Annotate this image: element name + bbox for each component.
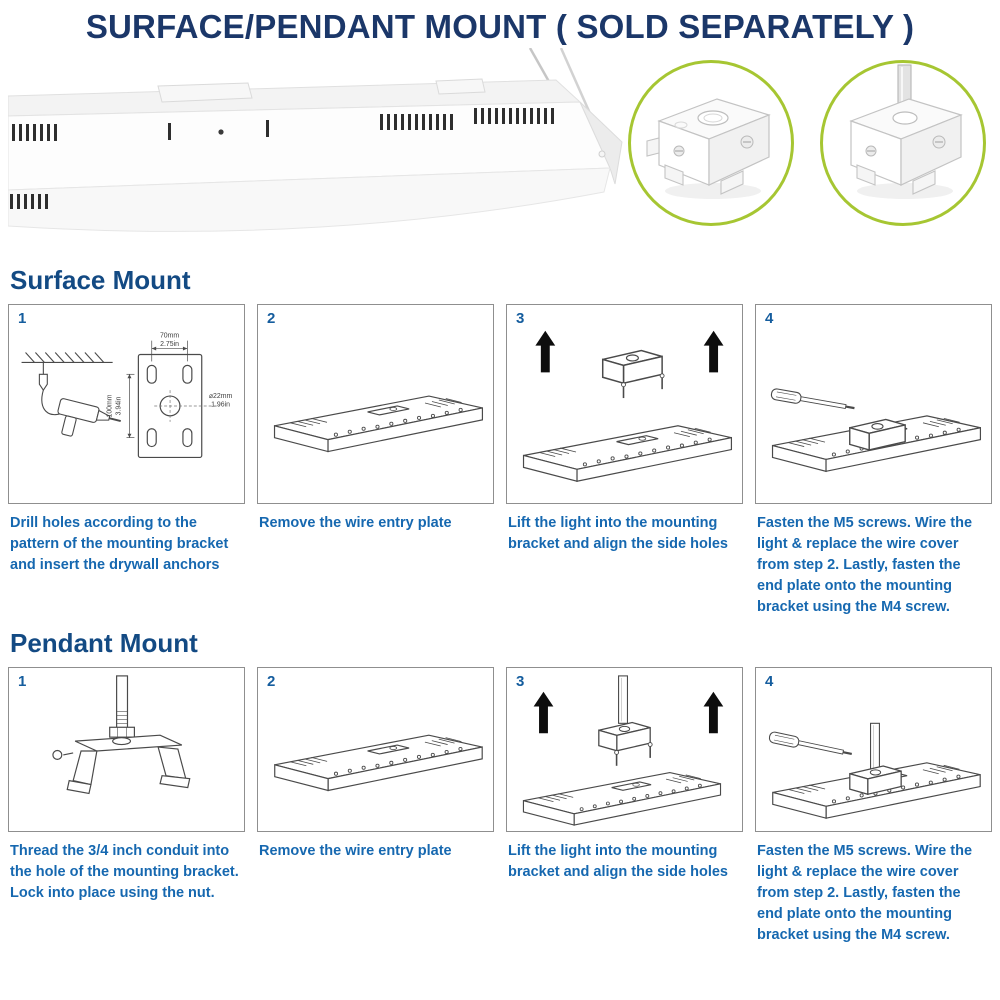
screwdriver-icon xyxy=(767,730,854,761)
pendant-step-3-box: 3 xyxy=(506,667,743,833)
fixture-line-drawing xyxy=(273,395,484,453)
pendant-step-1-box: 1 xyxy=(8,667,245,833)
conduit-bracket-illustration xyxy=(52,675,191,795)
dim-width-mm: 70mm xyxy=(160,333,179,340)
surface-step-2-box: 2 xyxy=(257,304,494,504)
surface-step-1: 1 xyxy=(8,304,245,618)
dim-hole-in: 1.96in xyxy=(211,401,230,408)
pendant-step-1-caption: Thread the 3/4 inch conduit into the hol… xyxy=(10,843,239,902)
conduit-pole xyxy=(618,675,629,724)
lock-nut xyxy=(109,726,135,738)
pendant-steps-row: 1 xyxy=(0,667,1000,946)
step-number: 1 xyxy=(18,673,27,691)
surface-step-2: 2 Remove the wire entry plate xyxy=(257,304,494,618)
pendant-step-4-caption: Fasten the M5 screws. Wire the light & r… xyxy=(757,843,973,944)
pendant-step-3: 3 Lift the light into the mounting brack… xyxy=(506,667,743,946)
pendant-step-4-box: 4 xyxy=(755,667,992,833)
instruction-sheet: SURFACE/PENDANT MOUNT ( SOLD SEPARATELY … xyxy=(0,8,1000,946)
pendant-bracket-photo xyxy=(849,64,963,199)
pendant-step-2-box: 2 xyxy=(257,667,494,833)
surface-step-3: 3 Lift the light into the mounting brack… xyxy=(506,304,743,618)
pendant-step-3-caption: Lift the light into the mounting bracket… xyxy=(508,843,728,881)
pendant-step-1: 1 xyxy=(8,667,245,946)
screwdriver-icon xyxy=(769,387,857,415)
hero-section xyxy=(8,48,992,255)
step-number: 4 xyxy=(765,673,774,691)
surface-mount-heading: Surface Mount xyxy=(10,265,191,295)
conduit-pole xyxy=(869,722,880,772)
up-arrow-icon xyxy=(703,330,724,373)
up-arrow-icon xyxy=(533,691,554,734)
drill-pattern-illustration: 70mm 2.75in 100mm 3.94in ⌀22mm 1.96in xyxy=(21,333,233,459)
pendant-bracket-inset xyxy=(820,60,986,226)
step-number: 2 xyxy=(267,673,276,691)
surface-step-3-box: 3 xyxy=(506,304,743,504)
surface-step-1-box: 1 xyxy=(8,304,245,504)
step-number: 2 xyxy=(267,310,276,327)
surface-step-4-caption: Fasten the M5 screws. Wire the light & r… xyxy=(757,515,973,616)
dim-height-mm: 100mm xyxy=(107,394,114,417)
lift-into-bracket-illustration xyxy=(522,330,733,482)
surface-step-3-caption: Lift the light into the mounting bracket… xyxy=(508,515,728,553)
surface-step-4: 4 Fasten the M5 screws. Wire the light &… xyxy=(755,304,992,618)
surface-steps-row: 1 xyxy=(0,304,1000,618)
dim-height-in: 3.94in xyxy=(116,396,123,415)
pendant-step-4: 4 Fasten the M5 screws. Wire the light &… xyxy=(755,667,992,946)
step-number: 3 xyxy=(516,673,525,691)
drill-icon xyxy=(57,398,121,437)
sensor-dot xyxy=(218,129,224,135)
up-arrow-icon xyxy=(703,691,724,734)
surface-bracket-photo xyxy=(646,98,771,199)
fixture-line-drawing xyxy=(274,734,483,792)
dim-width-in: 2.75in xyxy=(160,341,179,348)
vent-slits xyxy=(10,108,554,209)
step-number: 1 xyxy=(18,310,27,327)
fixture-photo xyxy=(8,48,623,232)
dim-hole-mm: ⌀22mm xyxy=(209,393,233,400)
pendant-mount-heading: Pendant Mount xyxy=(10,628,198,659)
surface-step-1-caption: Drill holes according to the pattern of … xyxy=(10,515,229,574)
fasten-screws-illustration xyxy=(769,387,982,472)
pendant-step-2: 2 Remove the wire entry plate xyxy=(257,667,494,946)
pendant-step-2-caption: Remove the wire entry plate xyxy=(259,843,452,860)
up-arrow-icon xyxy=(535,330,556,373)
surface-bracket-inset xyxy=(628,60,794,226)
lift-into-bracket-illustration xyxy=(522,675,724,826)
surface-step-4-box: 4 xyxy=(755,304,992,504)
fasten-screws-illustration xyxy=(767,722,981,819)
step-number: 4 xyxy=(765,310,774,327)
step-number: 3 xyxy=(516,310,525,327)
page-title: SURFACE/PENDANT MOUNT ( SOLD SEPARATELY … xyxy=(85,8,915,45)
surface-step-2-caption: Remove the wire entry plate xyxy=(259,515,452,531)
